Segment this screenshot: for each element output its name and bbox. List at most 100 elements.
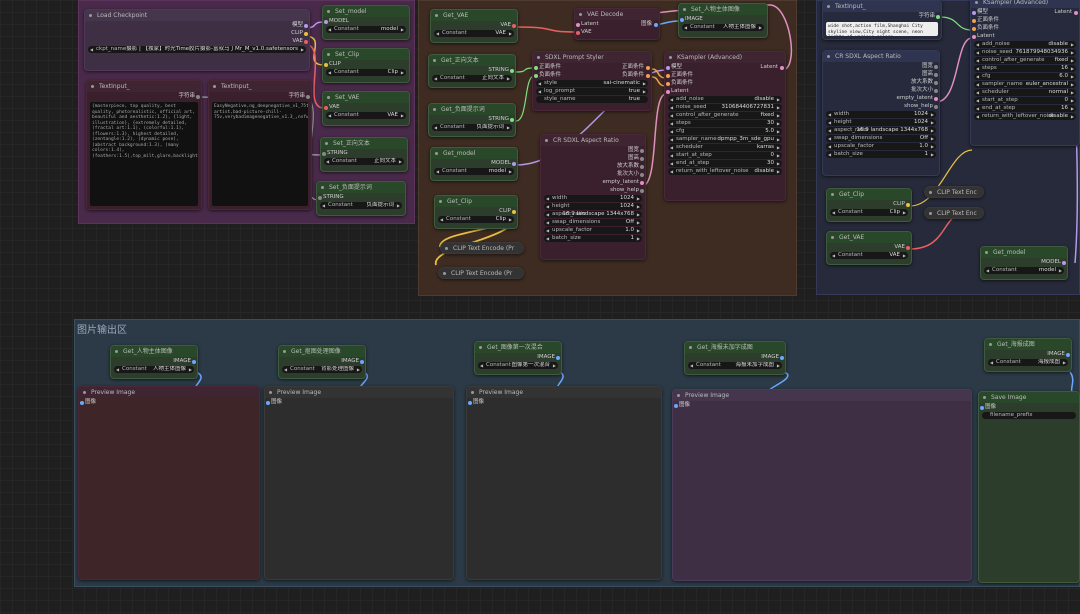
output-clip-port[interactable]: [512, 209, 516, 214]
output-clip-port[interactable]: [906, 202, 910, 207]
node-text-input-positive[interactable]: TextInput_ 字符串 {masterpiece, top quality…: [86, 80, 202, 210]
output-model-port[interactable]: [1062, 260, 1066, 265]
output-string-port[interactable]: [196, 94, 200, 99]
output-latent-port[interactable]: [780, 65, 784, 70]
input-latent-port[interactable]: [666, 89, 670, 94]
node-clip-text-encode-3[interactable]: CLIP Text Enc: [924, 186, 984, 198]
output-image-port[interactable]: [654, 22, 658, 27]
output-negative-port[interactable]: [646, 73, 650, 78]
node-text-input-poster[interactable]: TextInput_ 字符串 wide shot,action film,Sha…: [822, 0, 942, 40]
output-clip-port[interactable]: [304, 31, 308, 36]
output-upscale-port[interactable]: [934, 80, 938, 85]
output-image-port[interactable]: [556, 355, 560, 360]
poster-prompt-textarea[interactable]: wide shot,action film,Shanghai City skyl…: [826, 22, 938, 36]
output-width-port[interactable]: [640, 148, 644, 153]
input-string-port[interactable]: [322, 151, 326, 156]
node-load-checkpoint[interactable]: Load Checkpoint 模型 CLIP VAE ckpt_name摄影 …: [84, 9, 310, 71]
input-vae-port[interactable]: [324, 105, 328, 110]
output-width-port[interactable]: [934, 64, 938, 69]
output-latent-port[interactable]: [640, 180, 644, 185]
input-negative-port[interactable]: [534, 73, 538, 78]
node-text-input-negative[interactable]: TextInput_ 字符串 EasyNegative,ng_deepnegat…: [208, 80, 312, 210]
node-clip-text-encode-4[interactable]: CLIP Text Enc: [924, 207, 984, 219]
node-preview-image-4[interactable]: Preview Image 图像: [672, 389, 972, 581]
output-string-port[interactable]: [510, 68, 514, 73]
output-string-port[interactable]: [306, 94, 310, 99]
filename-prefix-widget[interactable]: filename_prefix: [982, 412, 1076, 419]
output-vae-port[interactable]: [304, 39, 308, 44]
output-positive-port[interactable]: [646, 65, 650, 70]
node-preview-image-3[interactable]: Preview Image 图像: [466, 386, 662, 580]
input-image-port[interactable]: [80, 400, 84, 405]
output-help-port[interactable]: [640, 188, 644, 193]
node-preview-image-1[interactable]: Preview Image 图像: [78, 386, 260, 580]
output-batch-port[interactable]: [934, 88, 938, 93]
output-image-port[interactable]: [780, 355, 784, 360]
input-image-port[interactable]: [266, 400, 270, 405]
input-vae-port[interactable]: [576, 30, 580, 35]
input-model-port[interactable]: [666, 65, 670, 70]
output-height-port[interactable]: [640, 156, 644, 161]
node-aspect-ratio-1[interactable]: CR SDXL Aspect Ratio 图宽 图高 放大系数 批次大小 emp…: [540, 134, 646, 260]
node-save-image[interactable]: Save Image 图像 filename_prefix: [978, 391, 1080, 583]
input-positive-port[interactable]: [972, 18, 976, 23]
input-model-port[interactable]: [324, 19, 328, 24]
node-clip-text-encode-2[interactable]: CLIP Text Encode (Pr: [438, 267, 524, 279]
output-latent-port[interactable]: [934, 96, 938, 101]
node-clip-text-encode-1[interactable]: CLIP Text Encode (Pr: [440, 242, 524, 254]
input-model-port[interactable]: [972, 10, 976, 15]
output-model-port[interactable]: [512, 161, 516, 166]
output-image-port[interactable]: [360, 359, 364, 364]
output-upscale-port[interactable]: [640, 164, 644, 169]
output-batch-port[interactable]: [640, 172, 644, 177]
output-image-port[interactable]: [192, 359, 196, 364]
